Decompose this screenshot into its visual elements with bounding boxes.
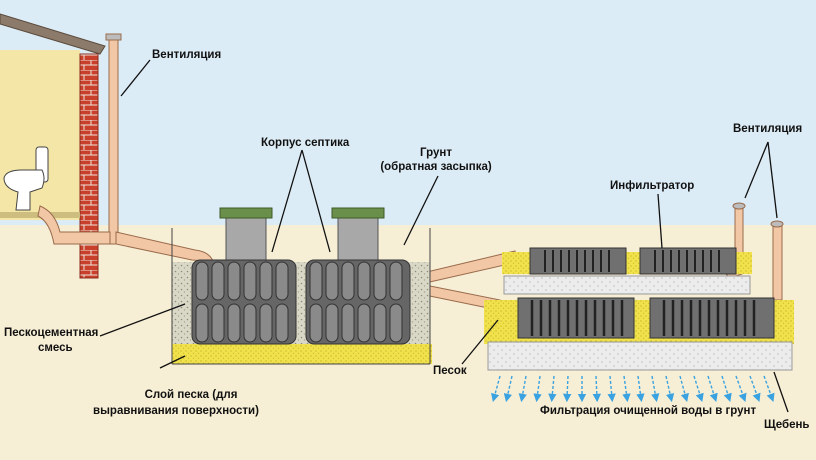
septic-tank-1 (191, 207, 297, 345)
label-filtration: Фильтрация очищенной воды в грунт (540, 405, 756, 417)
water-arrows (491, 375, 775, 403)
label-sand-layer-1: Слой песка (для (145, 389, 238, 401)
label-sand-cement-1: Пескоцементная (4, 327, 98, 339)
infiltrator-lower (517, 297, 775, 339)
sky (0, 0, 816, 225)
label-ground-2: (обратная засыпка) (380, 161, 492, 173)
infiltrator-upper (529, 247, 737, 275)
label-sand: Песок (433, 365, 467, 377)
gravel-bed (487, 341, 793, 371)
label-ventilation-house: Вентиляция (152, 49, 221, 61)
brick-wall (79, 53, 99, 279)
sand-leveling-layer (172, 344, 432, 364)
label-ventilation-field: Вентиляция (733, 123, 802, 135)
toilet-icon (3, 146, 49, 211)
label-septic-body: Корпус септика (261, 137, 350, 149)
ventilation-pipe-lower (772, 225, 783, 303)
leader-lines (99, 59, 789, 413)
house (0, 13, 106, 279)
label-infiltrator: Инфильтратор (610, 180, 694, 192)
septic-tank-2 (305, 207, 411, 345)
ventilation-pipe-house (108, 37, 119, 245)
label-ground-1: Грунт (420, 147, 452, 159)
infiltration-field (484, 247, 794, 403)
septic-pit (171, 207, 432, 365)
label-gravel: Щебень (764, 419, 809, 431)
label-sand-cement-2: смесь (38, 342, 73, 354)
label-sand-layer-2: выравнивания поверхности) (93, 405, 259, 417)
